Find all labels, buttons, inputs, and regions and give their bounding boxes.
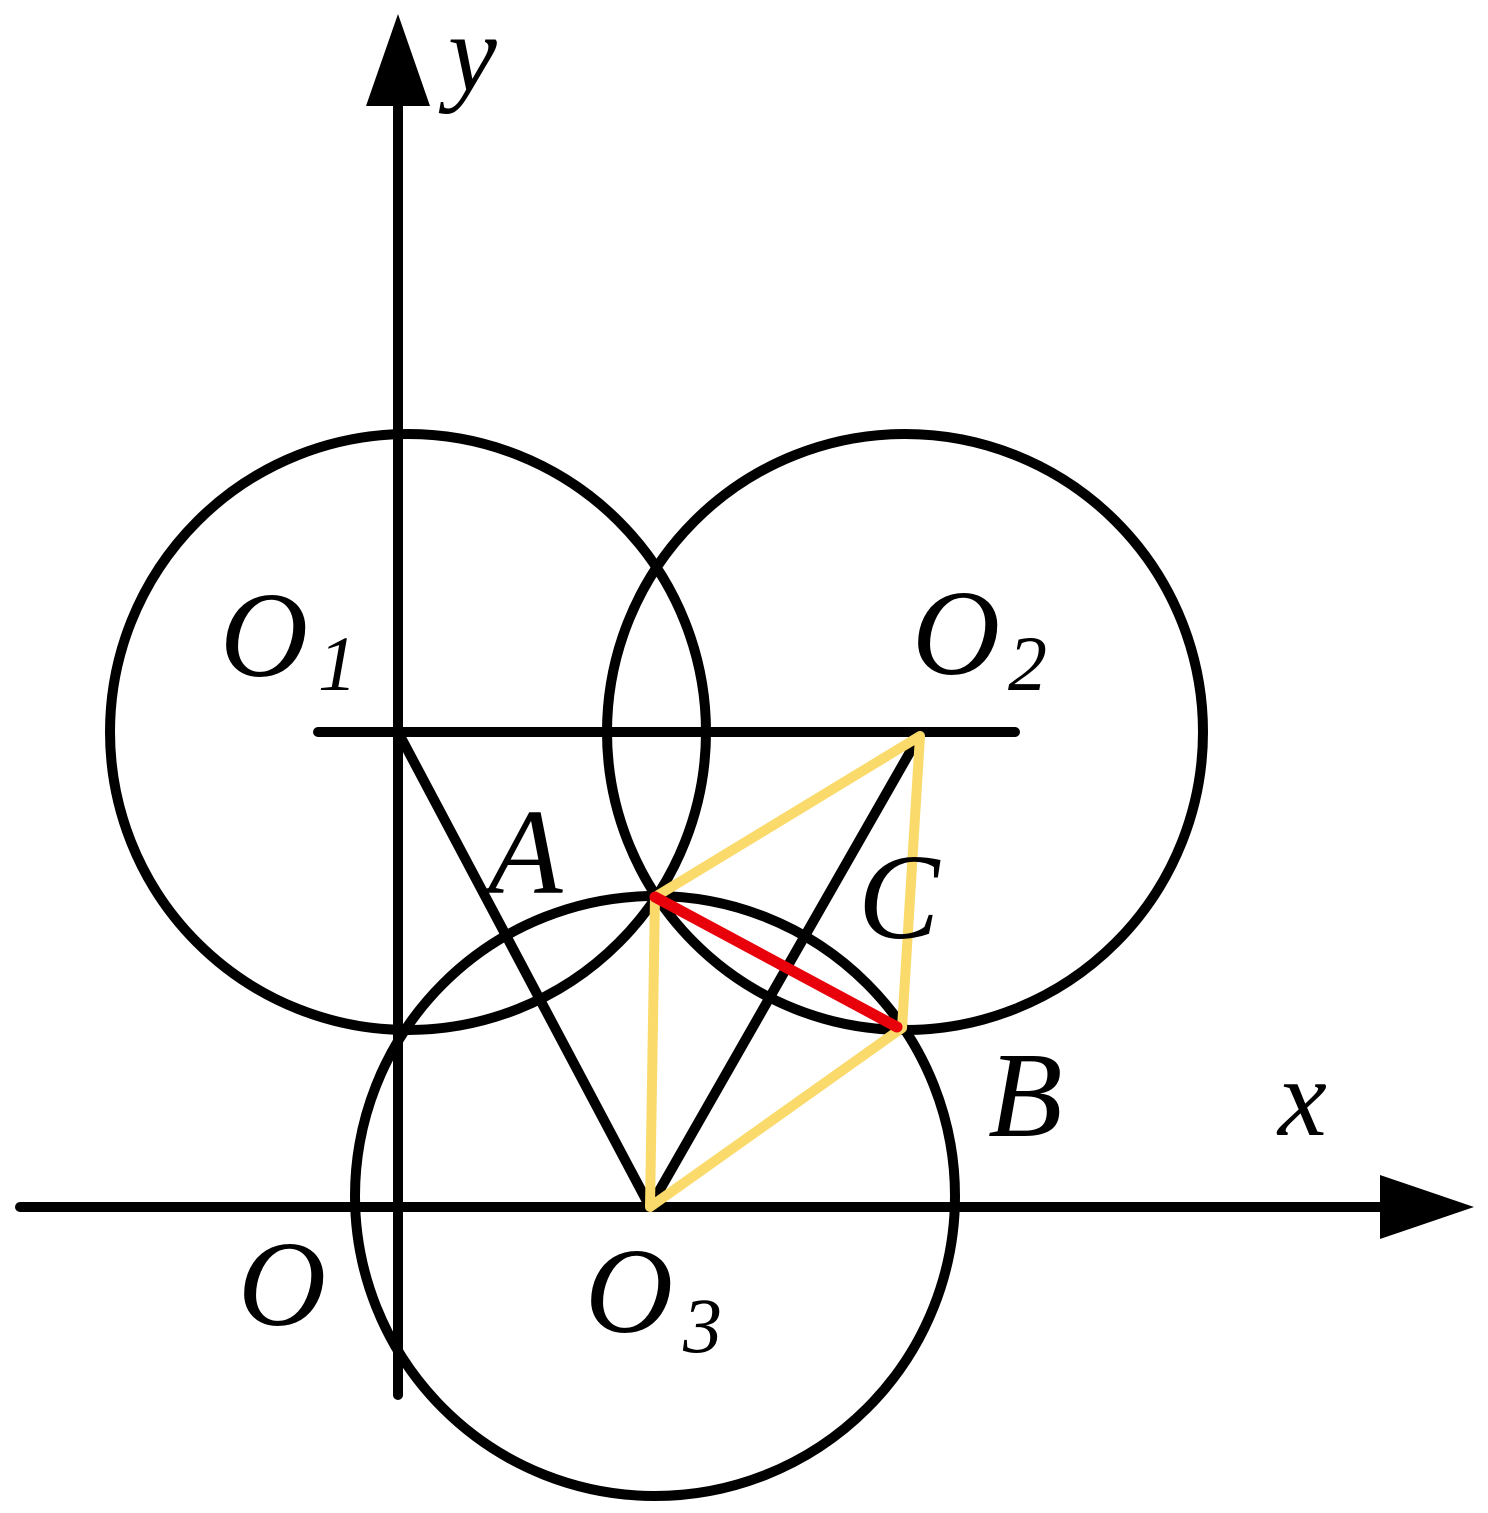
y-axis-arrowhead [366,14,430,106]
o3-label: O [585,1224,673,1359]
o2-label: O [912,566,1000,701]
highlight-quadrilateral [645,731,925,1212]
origin-label: O [238,1217,326,1352]
point-c-label: C [858,830,941,965]
x-axis-label: x [1276,1037,1327,1159]
point-a-label: A [481,785,563,920]
x-axis-arrowhead [1380,1175,1474,1239]
point-b-label: B [988,1028,1063,1163]
chord-a-b [649,891,903,1033]
o1-label: O [220,568,308,703]
o3-subscript: 3 [682,1282,722,1369]
y-axis-label: y [438,0,497,114]
o1-subscript: 1 [318,620,357,707]
segment-o1-o3 [393,727,655,1212]
o2-subscript: 2 [1008,620,1047,707]
